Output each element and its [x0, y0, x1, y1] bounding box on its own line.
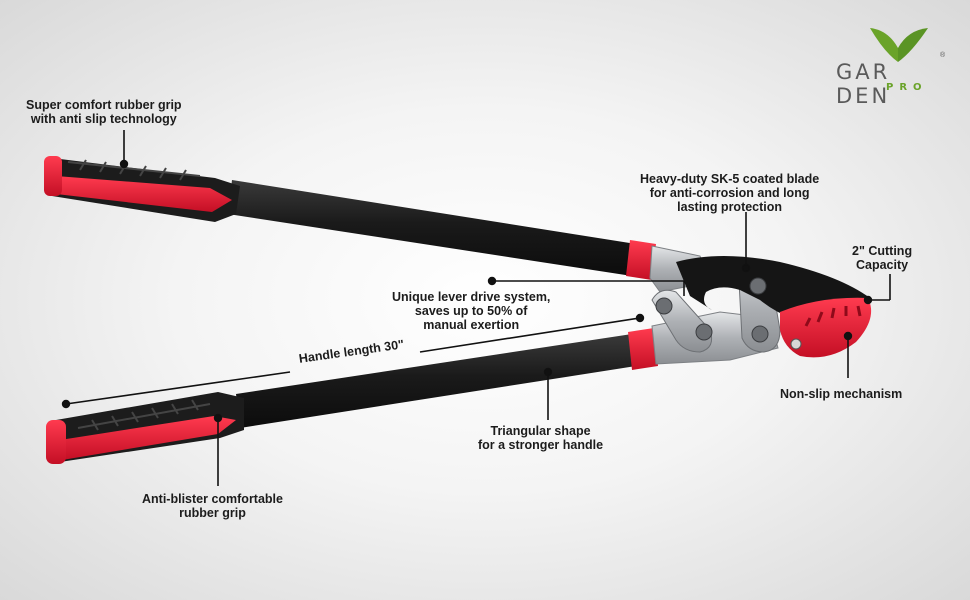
label-lever-drive: Unique lever drive system, saves up to 5… — [392, 290, 551, 332]
label-triangular: Triangular shape for a stronger handle — [478, 424, 604, 452]
registered-mark: ® — [940, 52, 946, 59]
top-red-ferrule — [626, 240, 656, 280]
top-handle — [44, 156, 656, 280]
label-capacity: 2" Cutting Capacity — [852, 244, 913, 272]
bottom-handle — [46, 328, 658, 464]
callout-lines — [61, 130, 891, 486]
label-top-grip: Super comfort rubber grip with anti slip… — [26, 98, 182, 126]
bottom-red-ferrule — [628, 328, 658, 370]
cutting-head — [649, 245, 872, 365]
leaf-icon — [870, 28, 928, 62]
garden-pro-logo: GARDEN PRO ® — [836, 22, 956, 108]
logo-subtitle: PRO — [886, 82, 928, 93]
label-bottom-grip: Anti-blister comfortable rubber grip — [142, 492, 283, 520]
pivot-bolt — [655, 297, 673, 315]
bottom-handle-shaft — [236, 334, 636, 428]
label-non-slip: Non-slip mechanism — [780, 387, 903, 401]
top-handle-shaft — [228, 180, 636, 276]
logo-wordmark: GARDEN — [836, 60, 891, 108]
label-blade: Heavy-duty SK-5 coated blade for anti-co… — [640, 172, 820, 214]
